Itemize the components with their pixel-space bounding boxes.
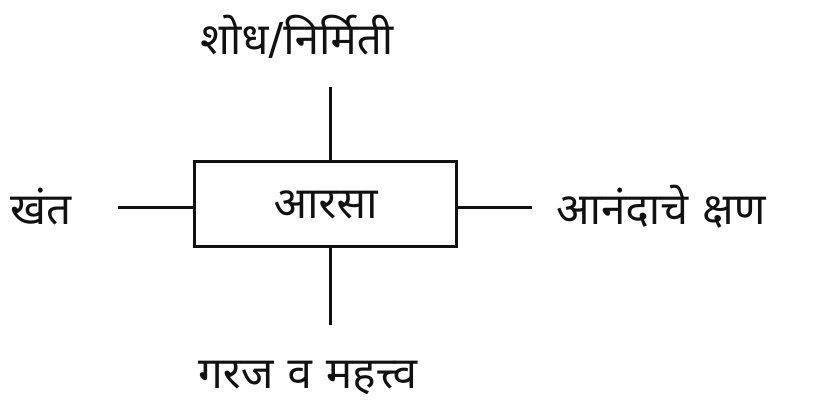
- bottom-label: गरज व महत्त्व: [198, 348, 417, 399]
- center-label: आरसा: [273, 178, 378, 229]
- bottom-connector-line: [329, 248, 332, 325]
- top-label: शोध/निर्मिती: [200, 14, 394, 65]
- right-label: आनंदाचे क्षण: [556, 184, 766, 235]
- right-connector-line: [458, 206, 532, 209]
- top-connector-line: [329, 87, 332, 160]
- center-box: आरसा: [193, 160, 458, 248]
- left-connector-line: [118, 206, 193, 209]
- left-label: खंत: [10, 184, 72, 235]
